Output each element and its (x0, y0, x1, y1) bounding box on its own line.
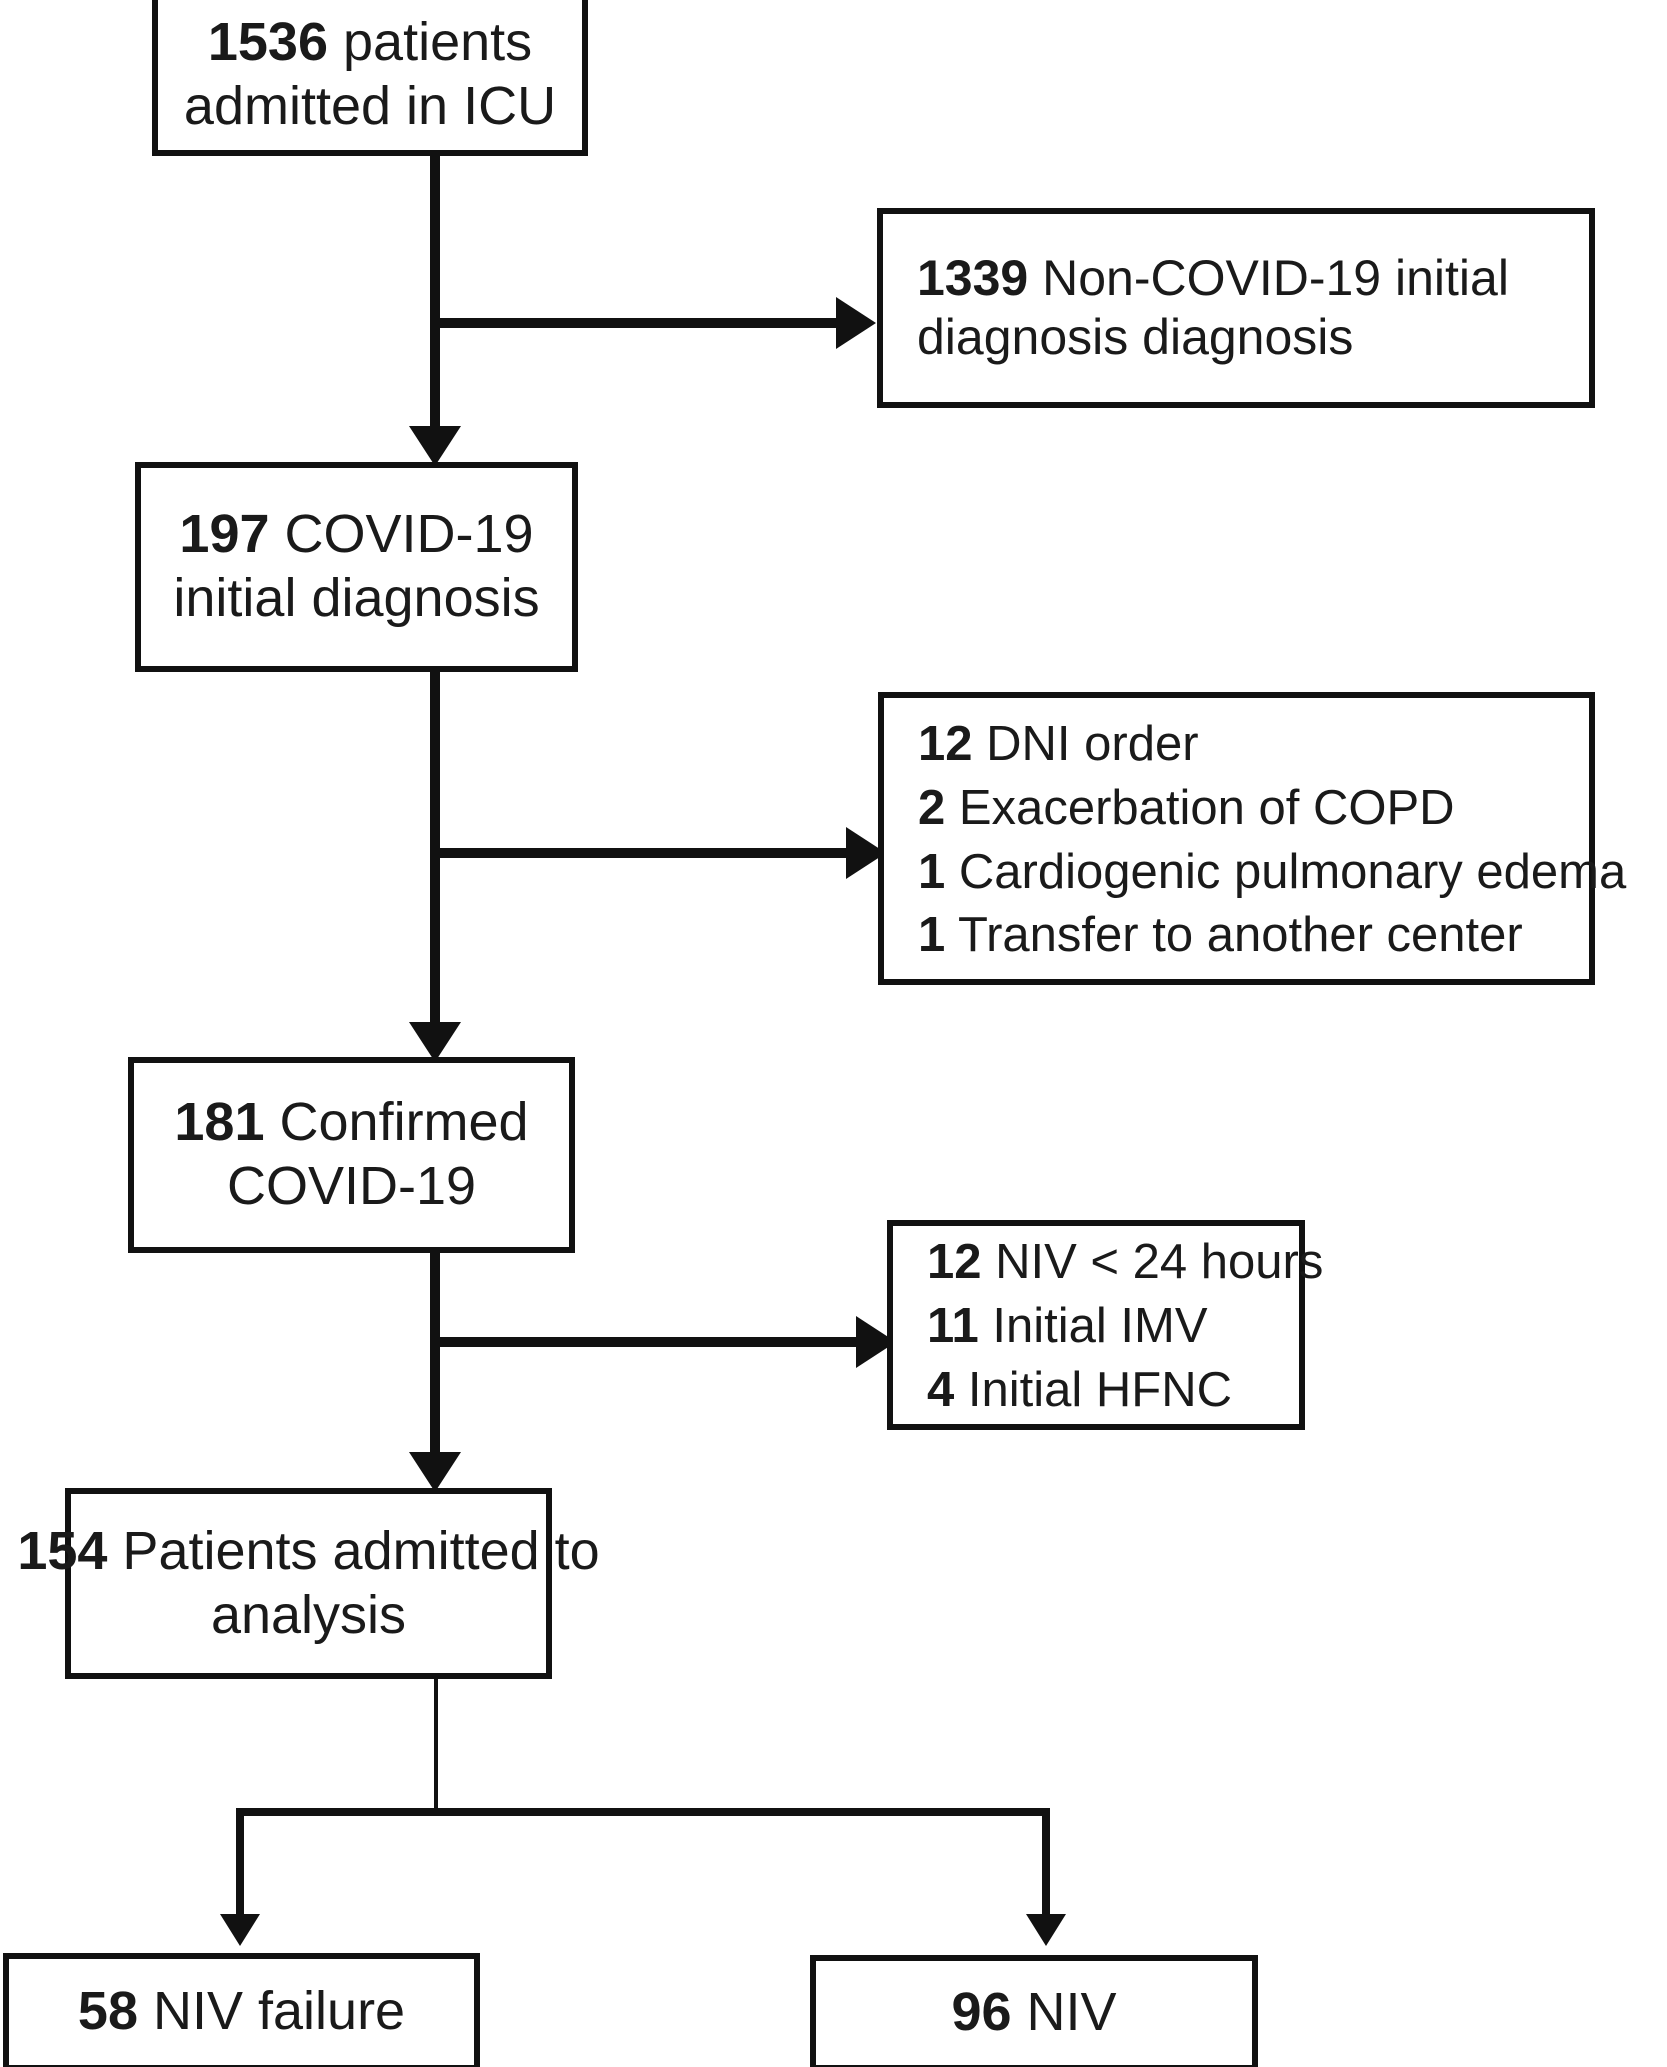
node-analysis: 154 Patients admitted to analysis (17, 1488, 600, 1679)
node-exclusions-second: 12 DNI order 2 Exacerbation of COPD 1 Ca… (878, 692, 1626, 985)
exclusion-item-count: 11 (927, 1299, 979, 1354)
connector-split-bar (236, 1808, 1050, 1816)
exclusion-item-count: 12 (927, 1235, 982, 1290)
node-covid-initial-count: 197 (179, 504, 270, 565)
node-confirmed-covid: 181 Confirmed COVID-19 (128, 1057, 575, 1253)
arrow-confirmed-to-analysis (409, 1452, 461, 1492)
node-confirmed-covid-line1: 181 Confirmed (174, 1091, 528, 1155)
arrow-covid-to-confirmed (409, 1022, 461, 1062)
exclusion-item-count: 2 (918, 780, 946, 835)
node-confirmed-covid-label: Confirmed (264, 1092, 529, 1153)
node-analysis-label: Patients admitted to (107, 1520, 600, 1581)
arrow-to-niv (1026, 1914, 1066, 1946)
exclusion-item: 12 DNI order (918, 713, 1199, 777)
node-exclusions-third: 12 NIV < 24 hours 11 Initial IMV 4 Initi… (887, 1220, 1323, 1430)
node-niv-count: 96 (951, 1982, 1012, 2043)
exclusion-item: 1 Cardiogenic pulmonary edema (918, 841, 1626, 905)
exclusion-item-count: 4 (927, 1362, 955, 1417)
exclusion-item-count: 1 (918, 844, 946, 899)
connector-analysis-stem (434, 1679, 438, 1813)
node-covid-initial-label: COVID-19 (269, 504, 534, 565)
node-admitted-icu-label: patients (328, 12, 533, 73)
node-niv-label: NIV (1011, 1982, 1117, 2043)
node-niv-failure-count: 58 (77, 1981, 138, 2042)
node-covid-initial-line2: initial diagnosis (173, 568, 540, 628)
arrow-to-niv-failure (220, 1914, 260, 1946)
exclusion-item-label: Initial HFNC (954, 1362, 1232, 1417)
exclusion-item-label: Initial IMV (978, 1299, 1208, 1354)
node-admitted-icu-count: 1536 (207, 12, 328, 73)
node-covid-initial: 197 COVID-19 initial diagnosis (135, 462, 578, 672)
node-non-covid-excluded: 1339 Non-COVID-19 initial diagnosis diag… (877, 208, 1595, 408)
node-analysis-line2: analysis (210, 1584, 407, 1645)
connector-to-non-covid-excluded (435, 318, 837, 328)
node-niv-line: 96 NIV (951, 1981, 1116, 2045)
node-admitted-icu-line2: admitted in ICU (183, 76, 557, 136)
connector-to-niv (1042, 1808, 1050, 1918)
connector-to-exclusions-second (435, 848, 847, 858)
node-niv-failure-label: NIV failure (137, 1981, 406, 2042)
exclusion-item-label: DNI order (972, 717, 1199, 772)
exclusion-item-label: Transfer to another center (945, 908, 1523, 963)
node-confirmed-covid-line2: COVID-19 (226, 1156, 477, 1216)
node-non-covid-excluded-count: 1339 (917, 250, 1029, 306)
exclusion-item-count: 1 (918, 908, 946, 963)
node-niv-failure-line: 58 NIV failure (78, 1980, 405, 2044)
node-analysis-count: 154 (17, 1520, 108, 1581)
node-admitted-icu: 1536 patients admitted in ICU (152, 0, 588, 156)
node-niv: 96 NIV (810, 1955, 1258, 2067)
node-covid-initial-line1: 197 COVID-19 (179, 503, 533, 567)
arrow-admitted-to-covid (409, 426, 461, 466)
exclusion-item: 4 Initial HFNC (927, 1359, 1232, 1423)
connector-to-niv-failure (236, 1808, 244, 1918)
node-non-covid-excluded-line1: 1339 Non-COVID-19 initial (917, 249, 1509, 308)
exclusion-item-count: 12 (918, 717, 973, 772)
arrow-to-non-covid-excluded (836, 297, 876, 349)
node-non-covid-excluded-line2: diagnosis diagnosis (917, 309, 1354, 365)
exclusion-item: 2 Exacerbation of COPD (918, 777, 1455, 841)
exclusion-item-label: Cardiogenic pulmonary edema (945, 844, 1627, 899)
node-admitted-icu-line1: 1536 patients (208, 11, 532, 75)
node-confirmed-covid-count: 181 (174, 1092, 265, 1153)
node-niv-failure: 58 NIV failure (3, 1953, 480, 2067)
node-non-covid-excluded-label: Non-COVID-19 initial (1028, 250, 1509, 306)
connector-confirmed-to-analysis (430, 1253, 440, 1475)
exclusion-item-label: Exacerbation of COPD (945, 780, 1455, 835)
connector-to-exclusions-third (435, 1337, 857, 1347)
exclusion-item: 11 Initial IMV (927, 1295, 1208, 1359)
node-analysis-line1: 154 Patients admitted to (17, 1520, 599, 1584)
exclusion-item: 1 Transfer to another center (918, 904, 1523, 968)
exclusion-item: 12 NIV < 24 hours (927, 1231, 1323, 1295)
exclusion-item-label: NIV < 24 hours (981, 1235, 1324, 1290)
connector-admitted-to-covid (430, 156, 440, 446)
